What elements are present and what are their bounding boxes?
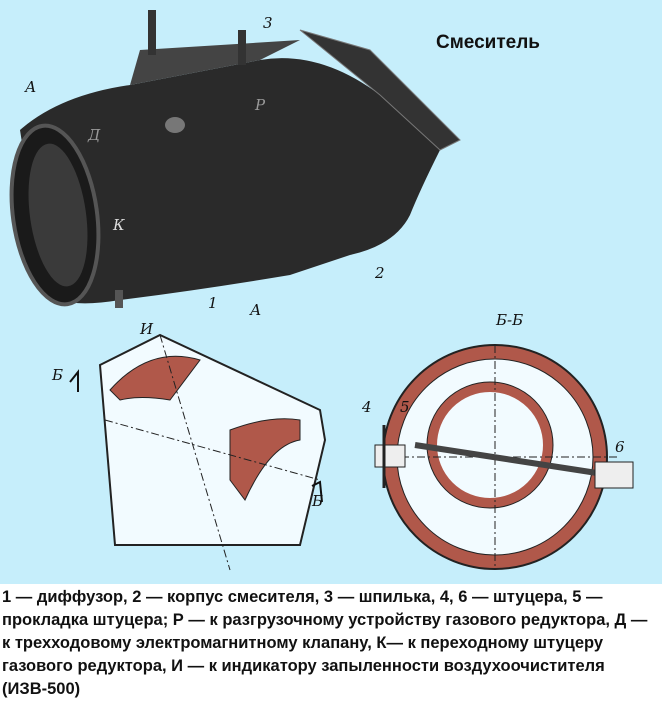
- label-diffuser: 1: [208, 294, 218, 312]
- section-a-view: [69, 333, 327, 571]
- mixer-drawing: 3 А Д Р К 2 И А 1 Б Б Б-Б 4 5 6: [9, 10, 634, 571]
- label-gasket5: 5: [400, 398, 410, 416]
- label-fitting4: 4: [361, 398, 372, 416]
- section-bb-view: [374, 344, 634, 570]
- label-b2: Б: [311, 492, 323, 510]
- label-fitting6: 6: [615, 438, 625, 456]
- label-d: Д: [87, 126, 101, 144]
- figure: 3 А Д Р К 2 И А 1 Б Б Б-Б 4 5 6 Смесител…: [0, 0, 662, 584]
- mixer-body-illustration: [9, 10, 461, 308]
- label-b1: Б: [51, 366, 63, 384]
- label-r: Р: [254, 96, 266, 114]
- label-k: К: [112, 216, 125, 234]
- label-stud: 3: [263, 14, 273, 32]
- label-section: Б-Б: [495, 311, 523, 329]
- label-body: 2: [374, 264, 385, 282]
- label-view-a: А: [24, 78, 36, 96]
- figure-title: Смеситель: [436, 32, 540, 53]
- label-view-a2: А: [249, 301, 261, 319]
- label-i: И: [139, 320, 154, 338]
- figure-caption: 1 — диффузор, 2 — корпус смесителя, 3 — …: [2, 588, 648, 698]
